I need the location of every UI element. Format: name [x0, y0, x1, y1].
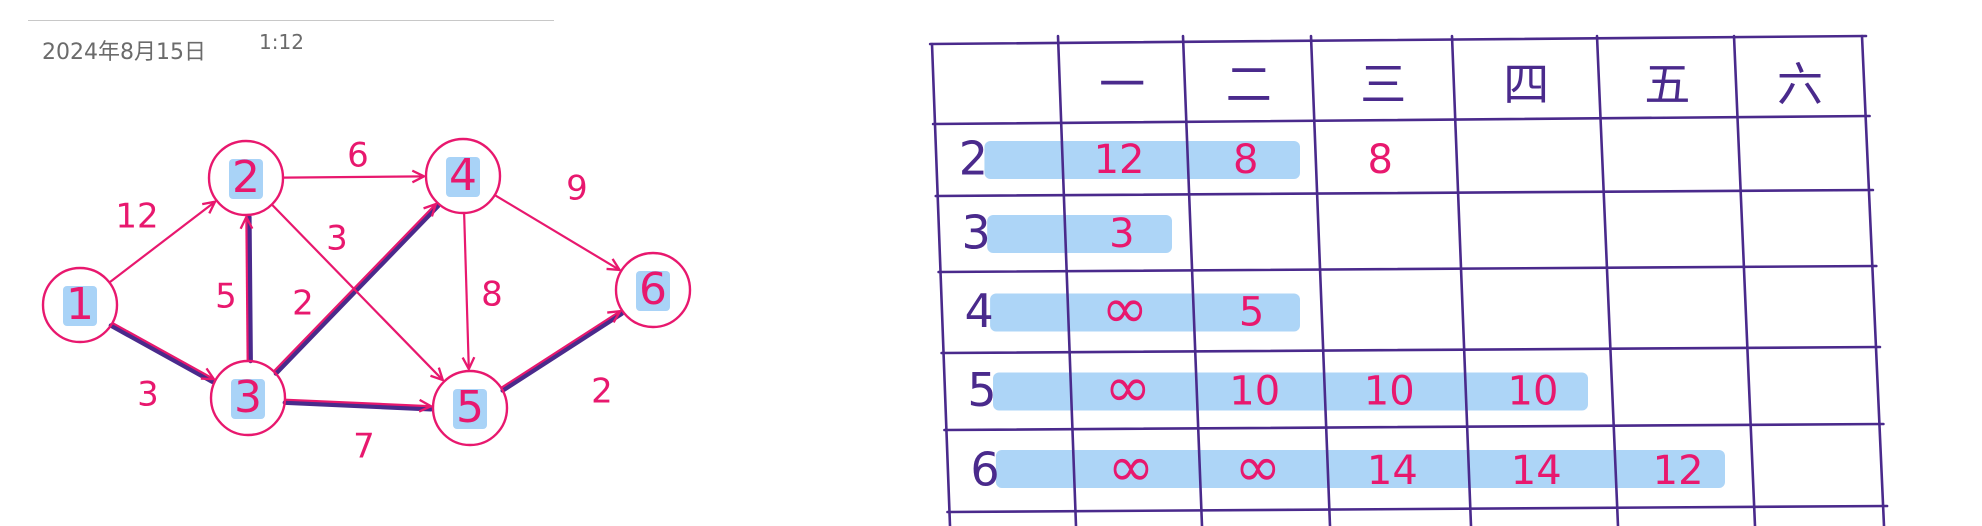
distance-table: 一 二 三 四 五 六 2 12 8 8 3 3 4 ∞ 5 5 ∞ 10 10 10 6 ∞ ∞ 14 14 12 [928, 34, 1889, 526]
table-rule [934, 188, 1875, 198]
table-rule [943, 422, 1885, 432]
node-3-highlight [231, 379, 265, 419]
edge-weight-4-5: 8 [481, 275, 503, 315]
edge-3-4 [272, 204, 436, 373]
table-cell: ∞ [1105, 356, 1152, 421]
edge-4-5 [464, 212, 469, 369]
table-column-rule [1181, 34, 1204, 526]
table-cell: 3 [1109, 211, 1134, 257]
edge-5-6 [500, 311, 620, 389]
table-rule [928, 34, 1868, 46]
table-header-2: 二 [1226, 58, 1272, 112]
row-label-3: 3 [962, 206, 991, 260]
edge-weight-4-6: 9 [566, 169, 588, 209]
edge-2-5 [271, 203, 443, 381]
path-stroke-3-2 [247, 214, 253, 364]
table-cell: 10 [1364, 369, 1415, 415]
node-label-3: 3 [234, 372, 262, 423]
title-rule [28, 20, 554, 21]
node-4-highlight [446, 157, 480, 197]
table-cell: 14 [1511, 448, 1562, 494]
node-2 [207, 139, 285, 217]
table-cell: ∞ [1235, 435, 1282, 500]
edge-weight-3-4: 2 [292, 284, 314, 324]
row-highlight-3 [987, 215, 1172, 253]
node-label-5: 5 [456, 382, 484, 433]
node-label-2: 2 [232, 152, 260, 203]
node-1-highlight [63, 286, 97, 326]
table-column-rule [1595, 34, 1620, 526]
table-column-rule [930, 42, 952, 526]
node-label-6: 6 [639, 264, 667, 315]
row-highlight-6 [995, 450, 1725, 488]
edge-weight-1-3: 3 [137, 375, 159, 415]
path-stroke-3-5 [282, 400, 434, 412]
note-header: 2024年8月15日 1:12 [0, 0, 560, 70]
edge-3-2 [246, 217, 247, 362]
edge-weight-2-4: 6 [347, 136, 369, 176]
row-label-2: 2 [959, 132, 988, 186]
table-header-3: 三 [1360, 58, 1406, 112]
edge-1-3 [111, 321, 214, 379]
path-stroke-1-3 [108, 323, 215, 384]
path-stroke-5-6 [500, 311, 625, 393]
edge-weight-3-5: 7 [353, 427, 375, 467]
table-rule [946, 504, 1889, 514]
table-cell: 8 [1367, 137, 1392, 183]
table-header-5: 五 [1644, 58, 1690, 112]
table-cell: 10 [1229, 369, 1280, 415]
table-rule [931, 114, 1871, 126]
edge-weight-5-6: 2 [591, 372, 613, 412]
table-column-rule [1860, 34, 1886, 526]
node-1 [41, 266, 119, 344]
table-column-rule [1732, 34, 1757, 526]
row-label-4: 4 [964, 284, 993, 338]
row-highlight-5 [993, 372, 1588, 411]
edge-2-4 [282, 176, 424, 177]
edge-weight-3-2: 5 [215, 277, 237, 317]
table-cell: 10 [1508, 369, 1559, 415]
node-3 [209, 359, 287, 437]
table-header-4: 四 [1503, 58, 1549, 112]
row-label-6: 6 [970, 443, 999, 497]
note-time: 1:12 [259, 30, 304, 54]
node-5 [431, 369, 509, 447]
edge-1-2 [108, 202, 215, 284]
table-header-1: 一 [1099, 58, 1145, 112]
table-column-rule [1450, 34, 1473, 526]
node-2-highlight [229, 159, 263, 199]
node-label-4: 4 [449, 150, 477, 201]
table-cell: ∞ [1102, 277, 1149, 342]
edge-4-6 [494, 194, 620, 270]
edge-weight-2-5: 3 [326, 219, 348, 259]
table-cell: 8 [1233, 137, 1258, 183]
edge-3-5 [284, 398, 431, 407]
table-cell: 14 [1367, 448, 1418, 494]
node-6-highlight [636, 271, 670, 311]
table-rule [940, 345, 1882, 355]
table-rule [937, 264, 1878, 274]
row-label-5: 5 [967, 363, 996, 417]
table-cell: 12 [1094, 137, 1145, 183]
path-stroke-3-4 [273, 203, 441, 376]
node-5-highlight [453, 389, 487, 429]
table-cell: ∞ [1108, 435, 1155, 500]
table-column-rule [1056, 34, 1078, 526]
node-6 [614, 251, 692, 329]
node-label-1: 1 [66, 279, 94, 330]
note-date: 2024年8月15日 [42, 40, 206, 65]
node-4 [424, 137, 502, 215]
table-column-rule [1309, 34, 1332, 526]
table-header-6: 六 [1777, 58, 1823, 112]
edge-weight-1-2: 12 [115, 197, 158, 237]
table-cell: 12 [1653, 448, 1704, 494]
table-cell: 5 [1239, 290, 1264, 336]
